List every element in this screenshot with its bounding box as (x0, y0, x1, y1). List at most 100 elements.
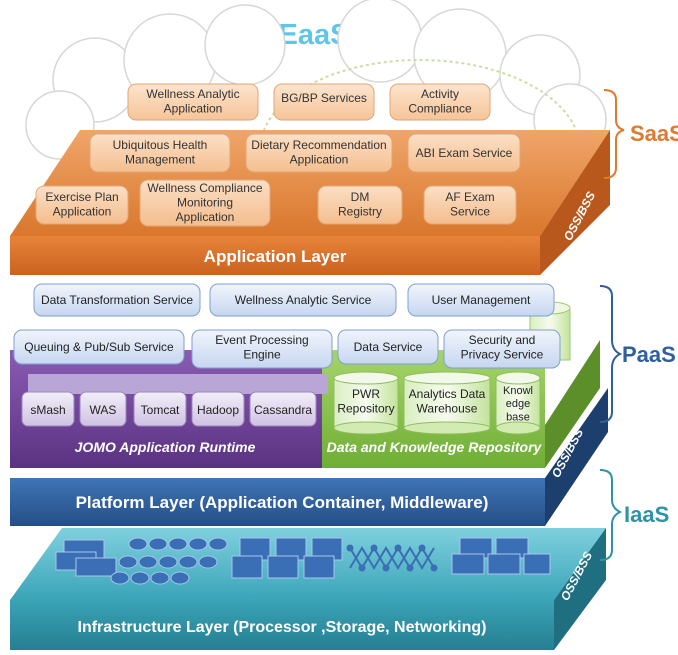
service-abi-exam[interactable]: ABI Exam Service (407, 133, 521, 173)
label-line: Warehouse (417, 401, 478, 415)
service-data-transformation[interactable]: Data Transformation Service (33, 283, 201, 317)
server-rack-icon-group-1 (55, 539, 117, 577)
svg-text:sMash: sMash (30, 403, 65, 417)
label-line: User Management (432, 293, 531, 307)
label-line: Wellness Analytic Service (235, 293, 372, 307)
label-line: Privacy Service (461, 347, 544, 361)
paas-bracket (599, 285, 623, 423)
label-line: Application (176, 210, 235, 224)
runtime-items: sMash WAS Tomcat Hadoop Cassandra (21, 374, 328, 427)
label-line: BG/BP Services (281, 91, 367, 105)
runtime-item-smash[interactable]: sMash (21, 391, 75, 427)
label-line: Wellness Analytic (146, 87, 239, 101)
svg-text:Tomcat: Tomcat (141, 403, 180, 417)
repository-label: Data and Knowledge Repository (327, 439, 543, 455)
paas-services: Data Transformation Service Wellness Ana… (13, 283, 561, 369)
platform-layer-label: Platform Layer (Application Container, M… (76, 493, 489, 512)
platform-layer-side (545, 388, 608, 526)
svg-text:BG/BP Services: BG/BP Services (281, 91, 367, 105)
runtime-item-tomcat[interactable]: Tomcat (133, 391, 187, 427)
infrastructure-layer-front (10, 600, 554, 650)
service-wellness-analytic[interactable]: Wellness Analytic Service (209, 283, 397, 317)
runtime-item-hadoop[interactable]: Hadoop (191, 391, 245, 427)
label-line: Data Service (354, 340, 423, 354)
label-line: Application (53, 204, 112, 218)
runtime-item-was[interactable]: WAS (79, 391, 127, 427)
label-line: ABI Exam Service (416, 146, 513, 160)
label-line: Security and (469, 333, 536, 347)
label-line: Repository (337, 401, 394, 415)
runtime-item-cassandra[interactable]: Cassandra (249, 391, 317, 427)
paas-label: PaaS (622, 342, 676, 367)
label-line: Engine (243, 347, 281, 361)
saas-bracket (603, 89, 625, 179)
label-line: PWR (352, 387, 380, 401)
service-data-service[interactable]: Data Service (337, 329, 439, 365)
label-line: Event Processing (215, 333, 308, 347)
svg-text:Queuing & Pub/Sub Service: Queuing & Pub/Sub Service (24, 340, 174, 354)
saas-label: SaaS (630, 121, 678, 146)
repository-side (545, 340, 600, 468)
svg-text:ABI Exam Service: ABI Exam Service (416, 146, 513, 160)
server-rack-icon-group-3 (451, 537, 551, 575)
svg-text:Cassandra: Cassandra (254, 403, 312, 417)
platform-layer-front (10, 478, 545, 526)
svg-text:Wellness Analytic Service: Wellness Analytic Service (235, 293, 372, 307)
application-layer-side (540, 130, 610, 275)
application-layer-label: Application Layer (204, 247, 347, 266)
label-line: base (506, 411, 530, 423)
service-user-management[interactable]: User Management (407, 283, 555, 317)
svg-text:User Management: User Management (432, 293, 531, 307)
label-line: Knowl (503, 385, 533, 397)
label-line: AF Exam (445, 190, 494, 204)
svg-text:Hadoop: Hadoop (197, 403, 239, 417)
label-line: Application (290, 152, 349, 166)
service-bg-bp[interactable]: BG/BP Services (273, 83, 375, 121)
label-line: Queuing & Pub/Sub Service (24, 340, 174, 354)
iaas-bracket (599, 469, 623, 561)
infrastructure-layer-label: Infrastructure Layer (Processor ,Storage… (78, 619, 487, 636)
runtime-stack-shadow (28, 374, 328, 394)
service-queuing-pubsub[interactable]: Queuing & Pub/Sub Service (13, 329, 185, 365)
server-rack-icon-group-2 (231, 537, 343, 579)
iaas-label: IaaS (624, 502, 669, 527)
label-line: Dietary Recommendation (251, 138, 386, 152)
label-line: Management (125, 152, 196, 166)
label-line: DM (351, 190, 370, 204)
storage-cluster-icon (110, 537, 228, 585)
label-line: Registry (338, 204, 382, 218)
label-line: Wellness Compliance (147, 181, 262, 195)
label-line: Data Transformation Service (41, 293, 193, 307)
network-mesh-icon (346, 544, 438, 572)
label-line: Compliance (408, 101, 472, 115)
